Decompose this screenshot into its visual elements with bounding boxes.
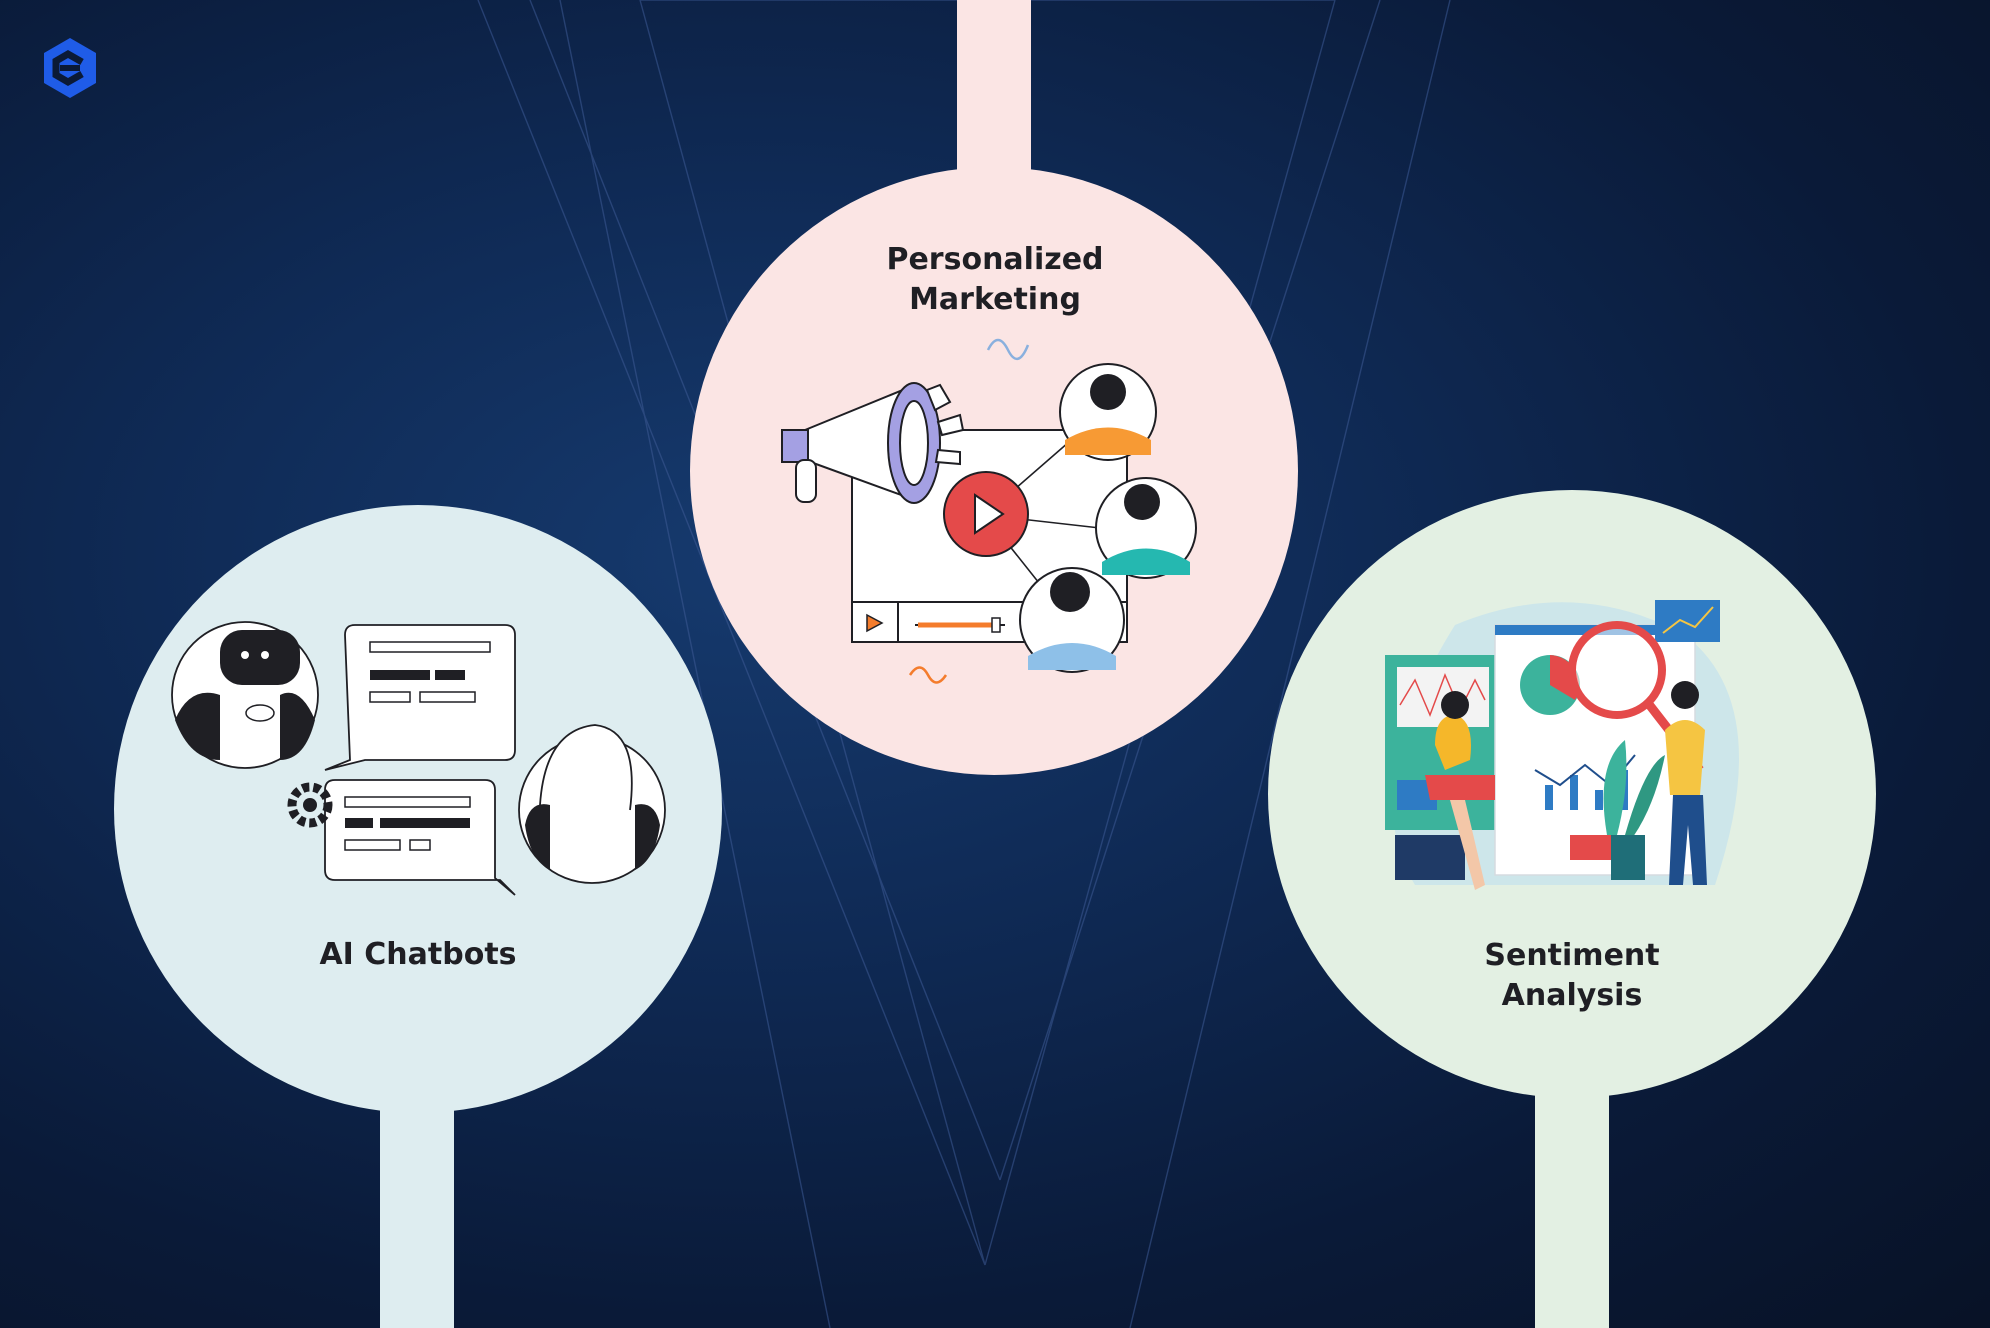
robot-chat-illustration-icon bbox=[171, 621, 666, 896]
marketing-title-line1: Personalized bbox=[886, 242, 1104, 277]
sentiment-title-line2: Analysis bbox=[1501, 978, 1643, 1013]
marketing-title-line2: Marketing bbox=[909, 282, 1081, 317]
chatbots-title-text: AI Chatbots bbox=[319, 937, 517, 972]
sentiment-title-line1: Sentiment bbox=[1484, 938, 1660, 973]
marketing-title: Personalized Marketing bbox=[800, 240, 1190, 320]
chatbots-title: AI Chatbots bbox=[218, 935, 618, 975]
marketing-connector bbox=[957, 0, 1031, 200]
megaphone-video-illustration-icon bbox=[781, 338, 1197, 684]
e-logo-icon[interactable] bbox=[38, 36, 102, 100]
sentiment-title: Sentiment Analysis bbox=[1372, 936, 1772, 1016]
analytics-illustration-icon bbox=[1385, 600, 1739, 890]
